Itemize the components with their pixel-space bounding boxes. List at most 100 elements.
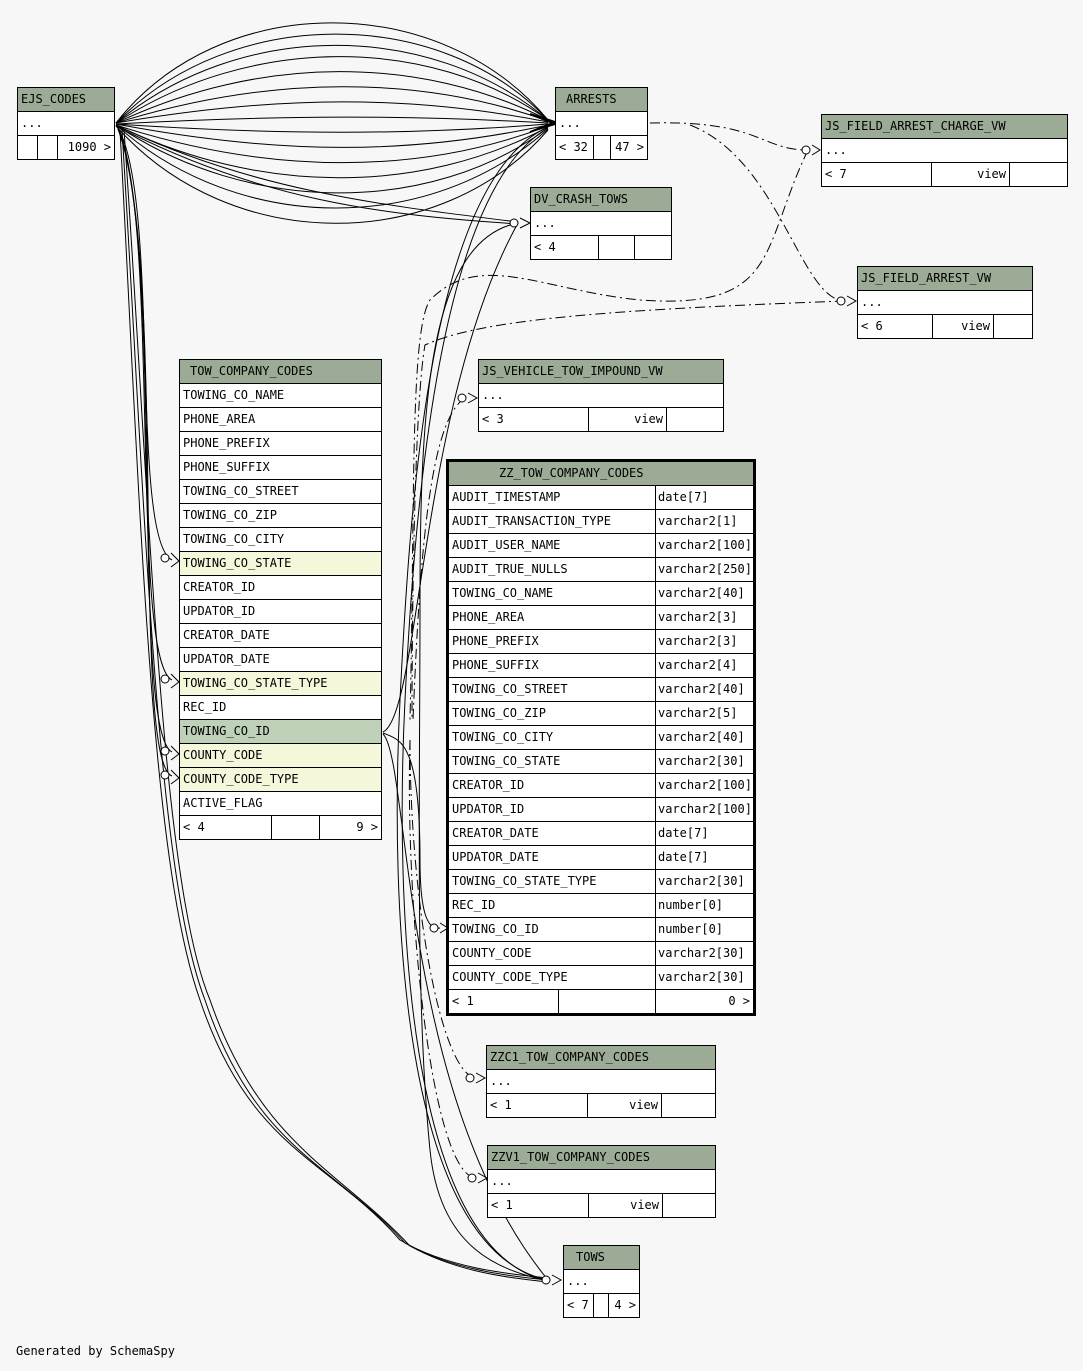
column-row[interactable]: PHONE_PREFIX — [180, 432, 381, 456]
table-title[interactable]: TOW_COMPANY_CODES — [180, 360, 381, 384]
column-name: TOWING_CO_CITY — [449, 726, 656, 749]
column-row[interactable]: UPDATOR_ID — [180, 600, 381, 624]
foreign-key-column-row[interactable]: TOWING_CO_STATE_TYPE — [180, 672, 381, 696]
table-title[interactable]: TOWS — [564, 1246, 639, 1270]
column-type: varchar2[100] — [658, 802, 752, 816]
table-zzc1-tow-company-codes[interactable]: ZZC1_TOW_COMPANY_CODES ... < 1 view — [486, 1045, 716, 1118]
footer-mid — [559, 990, 656, 1013]
column-name: COUNTY_CODE — [449, 942, 656, 965]
table-title[interactable]: ZZ_TOW_COMPANY_CODES — [449, 462, 753, 486]
table-tow-company-codes[interactable]: TOW_COMPANY_CODES TOWING_CO_NAME PHONE_A… — [179, 359, 382, 840]
column-type: date[7] — [658, 490, 709, 504]
table-title[interactable]: ZZC1_TOW_COMPANY_CODES — [487, 1046, 715, 1070]
table-title[interactable]: ARRESTS — [556, 88, 647, 112]
column-name: PHONE_AREA — [449, 606, 656, 629]
footer-right[interactable]: 47 > — [615, 140, 644, 154]
table-title[interactable]: JS_VEHICLE_TOW_IMPOUND_VW — [479, 360, 723, 384]
footer-left[interactable]: < 1 — [487, 1094, 588, 1117]
table-js-vehicle-tow-impound-vw[interactable]: JS_VEHICLE_TOW_IMPOUND_VW ... < 3 view — [478, 359, 724, 432]
table-title[interactable]: JS_FIELD_ARREST_CHARGE_VW — [822, 115, 1067, 139]
column-name: CREATOR_ID — [449, 774, 656, 797]
column-row[interactable]: TOWING_CO_NAME — [180, 384, 381, 408]
column-row[interactable]: ACTIVE_FLAG — [180, 792, 381, 816]
footer-view: view — [589, 1194, 663, 1217]
footer-right — [662, 1094, 715, 1117]
column-row[interactable]: TOWING_CO_ZIP — [180, 504, 381, 528]
footer-left[interactable]: < 32 — [556, 136, 594, 159]
footer-left[interactable]: < 7 — [564, 1294, 594, 1317]
column-type: varchar2[1] — [658, 514, 738, 528]
column-row[interactable]: CREATOR_ID — [180, 576, 381, 600]
footer-right[interactable]: 9 > — [356, 820, 378, 834]
column-row[interactable]: PHONE_AREA — [180, 408, 381, 432]
footer-view: view — [933, 315, 994, 338]
column-row[interactable]: REC_ID — [180, 696, 381, 720]
footer-view: view — [932, 163, 1010, 186]
column-type: varchar2[30] — [658, 946, 745, 960]
column-type: varchar2[30] — [658, 754, 745, 768]
footer-left[interactable]: < 1 — [449, 990, 559, 1013]
table-js-field-arrest-vw[interactable]: JS_FIELD_ARREST_VW ... < 6 view — [857, 266, 1033, 339]
column-row[interactable]: TOWING_CO_CITY — [180, 528, 381, 552]
footer-left[interactable]: < 4 — [531, 236, 599, 259]
foreign-key-column-row[interactable]: COUNTY_CODE_TYPE — [180, 768, 381, 792]
footer-view: view — [589, 408, 667, 431]
footer-left[interactable]: < 1 — [488, 1194, 589, 1217]
footer-right[interactable]: 4 > — [614, 1298, 636, 1312]
footer-left[interactable]: < 7 — [822, 163, 932, 186]
column-row[interactable]: CREATOR_DATE — [180, 624, 381, 648]
ellipsis-row: ... — [531, 212, 671, 236]
column-type: varchar2[100] — [658, 538, 752, 552]
footer-right[interactable]: 1090 > — [67, 140, 111, 154]
foreign-key-column-row[interactable]: COUNTY_CODE — [180, 744, 381, 768]
footer-left[interactable]: < 4 — [180, 816, 272, 839]
column-row[interactable]: TOWING_CO_STREET — [180, 480, 381, 504]
generated-by-label: Generated by SchemaSpy — [16, 1344, 175, 1358]
column-name: CREATOR_DATE — [449, 822, 656, 845]
table-ejs-codes[interactable]: EJS_CODES ... 1090 > — [17, 87, 115, 160]
table-title[interactable]: JS_FIELD_ARREST_VW — [858, 267, 1032, 291]
column-row[interactable]: UPDATOR_DATE — [180, 648, 381, 672]
column-name: PHONE_PREFIX — [449, 630, 656, 653]
foreign-key-column-row[interactable]: TOWING_CO_STATE — [180, 552, 381, 576]
footer-right[interactable]: 0 > — [728, 994, 750, 1008]
footer-left[interactable]: < 3 — [479, 408, 589, 431]
column-name: REC_ID — [449, 894, 656, 917]
column-type: varchar2[100] — [658, 778, 752, 792]
table-js-field-arrest-charge-vw[interactable]: JS_FIELD_ARREST_CHARGE_VW ... < 7 view — [821, 114, 1068, 187]
column-name: AUDIT_TIMESTAMP — [449, 486, 656, 509]
column-row[interactable]: PHONE_SUFFIX — [180, 456, 381, 480]
table-dv-crash-tows[interactable]: DV_CRASH_TOWS ... < 4 — [530, 187, 672, 260]
table-arrests[interactable]: ARRESTS ... < 32 47 > — [555, 87, 648, 160]
table-zzv1-tow-company-codes[interactable]: ZZV1_TOW_COMPANY_CODES ... < 1 view — [487, 1145, 716, 1218]
column-type: varchar2[4] — [658, 658, 738, 672]
table-title[interactable]: ZZV1_TOW_COMPANY_CODES — [488, 1146, 715, 1170]
table-title[interactable]: EJS_CODES — [18, 88, 114, 112]
footer-left[interactable]: < 6 — [858, 315, 933, 338]
table-title[interactable]: DV_CRASH_TOWS — [531, 188, 671, 212]
primary-key-column-row[interactable]: TOWING_CO_ID — [180, 720, 381, 744]
table-tows[interactable]: TOWS ... < 7 4 > — [563, 1245, 640, 1318]
